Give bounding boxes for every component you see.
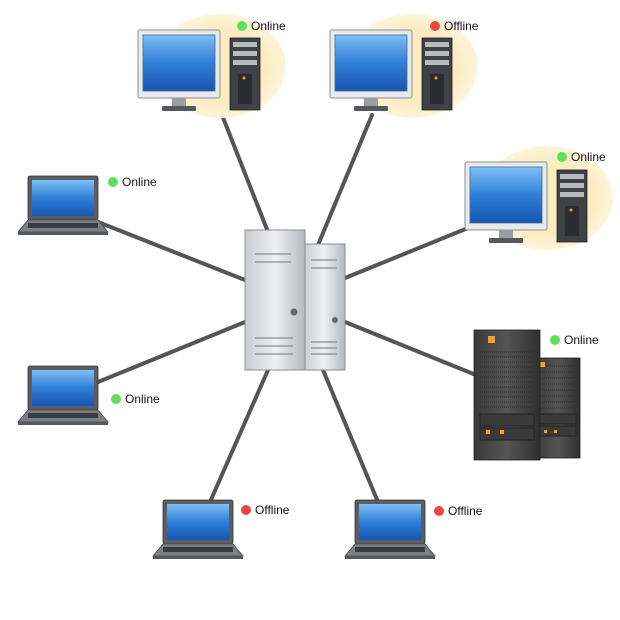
offline-status-dot-icon (434, 506, 444, 516)
link-laptop-2 (96, 320, 247, 384)
status-label-desktop-1: Online (237, 19, 286, 33)
tower-icon (421, 37, 453, 111)
offline-status-dot-icon (241, 505, 251, 515)
node-desktop-2[interactable] (329, 14, 478, 118)
hub-layer (244, 229, 346, 371)
online-status-dot-icon (111, 394, 121, 404)
links-layer (96, 113, 478, 504)
laptop-icon (17, 175, 109, 235)
status-text: Offline (444, 19, 479, 33)
node-desktop-1[interactable] (137, 14, 286, 118)
link-desktop-1 (220, 113, 270, 234)
laptop-icon (344, 499, 436, 559)
node-laptop-3[interactable] (152, 499, 244, 559)
node-laptop-1[interactable] (17, 175, 109, 235)
status-label-laptop-2: Online (111, 392, 160, 406)
status-label-desktop-2: Offline (430, 19, 478, 33)
monitor-icon (464, 161, 548, 243)
monitor-icon (137, 29, 221, 111)
status-label-desktop-3: Online (557, 150, 606, 164)
monitor-icon (329, 29, 413, 111)
node-laptop-2[interactable] (17, 365, 109, 425)
link-laptop-1 (96, 220, 247, 282)
node-desktop-3[interactable] (464, 146, 613, 250)
laptop-icon (152, 499, 244, 559)
status-label-server-rack: Online (550, 333, 599, 347)
status-label-laptop-1: Online (108, 175, 157, 189)
status-text: Offline (448, 504, 483, 518)
status-text: Online (122, 175, 157, 189)
online-status-dot-icon (108, 177, 118, 187)
link-desktop-3 (343, 226, 470, 280)
online-status-dot-icon (557, 152, 567, 162)
link-desktop-2 (316, 113, 374, 247)
status-text: Online (125, 392, 160, 406)
rack-server-icon (473, 329, 581, 461)
link-server-rack (343, 320, 478, 377)
link-laptop-3 (208, 368, 270, 504)
status-text: Online (564, 333, 599, 347)
tower-icon (556, 169, 588, 243)
tower-icon (229, 37, 261, 111)
status-label-laptop-4: Offline (434, 504, 482, 518)
link-laptop-4 (321, 368, 380, 504)
online-status-dot-icon (237, 21, 247, 31)
node-server-rack[interactable] (473, 329, 581, 461)
online-status-dot-icon (550, 335, 560, 345)
offline-status-dot-icon (430, 21, 440, 31)
central-server-icon (244, 229, 346, 371)
status-label-laptop-3: Offline (241, 503, 289, 517)
laptop-icon (17, 365, 109, 425)
nodes-layer (17, 14, 613, 559)
node-laptop-4[interactable] (344, 499, 436, 559)
status-text: Offline (255, 503, 290, 517)
status-text: Online (251, 19, 286, 33)
status-text: Online (571, 150, 606, 164)
